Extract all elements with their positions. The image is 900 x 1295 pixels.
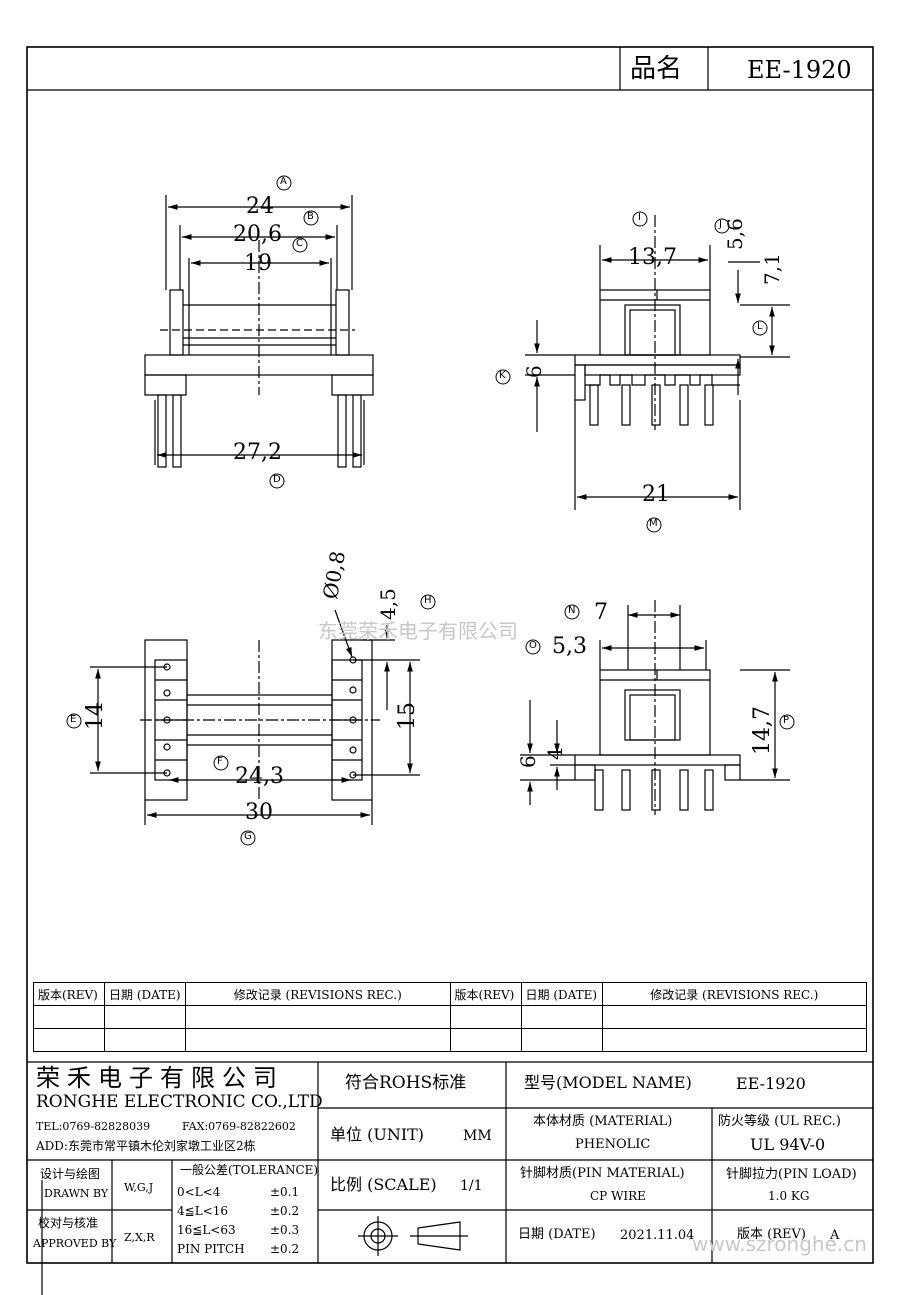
approved-label: APPROVED BY [33, 1237, 117, 1250]
model-label: 型号(MODEL NAME) [524, 1073, 692, 1092]
dim-e: 14 [83, 702, 108, 730]
tolerance-title: 一般公差(TOLERANCE) [180, 1163, 319, 1177]
callout-c: C [296, 238, 303, 249]
callout-d: D [273, 474, 281, 485]
date-value: 2021.11.04 [620, 1228, 695, 1243]
watermark-center: 东莞荣禾电子有限公司 [318, 619, 518, 643]
callout-i: I [638, 212, 641, 223]
dim-15: 15 [395, 702, 420, 730]
dim-l: 7,1 [760, 253, 784, 285]
record-col: 修改记录 (REVISIONS REC.) [185, 982, 451, 1006]
callout-f: F [217, 756, 223, 767]
record-col-2: 修改记录 (REVISIONS REC.) [601, 982, 867, 1006]
company-name-cn: 荣禾电子有限公司 [36, 1064, 284, 1092]
material-label: 本体材质 (MATERIAL) [533, 1114, 673, 1129]
unit-value: MM [463, 1128, 492, 1144]
side-view [525, 215, 790, 510]
scale-value: 1/1 [460, 1178, 483, 1194]
callout-m: M [649, 518, 658, 529]
approved-by: Z,X,R [124, 1231, 155, 1244]
scale-label: 比例 (SCALE) [330, 1175, 437, 1194]
company-fax: FAX:0769-82822602 [182, 1120, 296, 1133]
tolerance-range-1: 0<L<4 [177, 1185, 221, 1199]
front-view [144, 195, 374, 468]
rev-value: A [830, 1228, 840, 1243]
end-view [520, 600, 790, 815]
tolerance-range-3: 16≦L<63 [177, 1223, 236, 1237]
drawn-by: W,G,J [124, 1181, 154, 1194]
callout-p: P [783, 715, 790, 726]
ul-label: 防火等级 (UL REC.) [718, 1114, 841, 1129]
rev-col-2: 版本(REV) [449, 982, 522, 1006]
rev-col: 版本(REV) [33, 982, 105, 1006]
tolerance-value-4: ±0.2 [270, 1242, 300, 1256]
dim-i: 13,7 [628, 245, 677, 270]
callout-l: L [757, 321, 763, 332]
dim-g: 30 [245, 800, 273, 825]
top-view [90, 609, 420, 825]
callout-b: B [307, 211, 314, 222]
tolerance-value-1: ±0.1 [270, 1185, 300, 1199]
dim-c: 19 [244, 251, 272, 276]
pin-load-value: 1.0 KG [768, 1189, 810, 1203]
dim-o: 5,3 [552, 634, 587, 659]
model-value: EE-1920 [736, 1074, 806, 1093]
dim-4: 4 [543, 747, 567, 760]
tolerance-range-4: PIN PITCH [177, 1242, 245, 1256]
dim-a: 24 [246, 194, 274, 219]
company-name-en: RONGHE ELECTRONIC CO.,LTD [36, 1092, 323, 1112]
dim-m: 21 [642, 482, 670, 507]
company-tel: TEL:0769-82828039 [36, 1120, 151, 1133]
revision-table: 版本(REV) 日期 (DATE) 修改记录 (REVISIONS REC.) … [33, 982, 867, 1052]
unit-label: 单位 (UNIT) [330, 1125, 425, 1144]
pin-load-label: 针脚拉力(PIN LOAD) [726, 1167, 857, 1182]
callout-n: N [568, 605, 576, 616]
dim-6b: 6 [516, 755, 540, 768]
approved-label-cn: 校对与核准 [38, 1216, 99, 1230]
callout-a: A [280, 176, 287, 187]
dim-b: 20,6 [233, 222, 282, 247]
tolerance-value-2: ±0.2 [270, 1204, 300, 1218]
material-value: PHENOLIC [575, 1137, 651, 1152]
watermark-url: www.szronghe.cn [692, 1232, 867, 1256]
callout-e: E [70, 714, 77, 725]
date-label: 日期 (DATE) [518, 1227, 596, 1242]
title-block-lines [27, 1061, 873, 1263]
pin-material-value: CP WIRE [590, 1189, 646, 1203]
dim-k: 6 [522, 365, 546, 378]
callout-j: J [719, 219, 722, 230]
drawn-label-cn: 设计与绘图 [40, 1167, 101, 1181]
tolerance-value-3: ±0.3 [270, 1223, 300, 1237]
revision-header-row: 版本(REV) 日期 (DATE) 修改记录 (REVISIONS REC.) … [33, 982, 867, 1006]
callout-h: H [424, 595, 432, 606]
company-address: ADD:东莞市常平镇木伦刘家墩工业区2栋 [36, 1139, 256, 1153]
callout-k: K [499, 370, 506, 381]
rohs-label: 符合ROHS标准 [345, 1073, 467, 1093]
callout-g: G [244, 831, 252, 842]
revision-row [33, 1028, 867, 1052]
dim-d: 27,2 [233, 440, 282, 465]
revision-row [33, 1005, 867, 1029]
callout-o: O [529, 640, 537, 651]
tolerance-range-2: 4≦L<16 [177, 1204, 228, 1218]
date-col-2: 日期 (DATE) [520, 982, 603, 1006]
ul-value: UL 94V-0 [750, 1135, 826, 1154]
pin-material-label: 针脚材质(PIN MATERIAL) [520, 1166, 685, 1181]
dim-j: 5,6 [723, 218, 747, 250]
header-model: EE-1920 [747, 56, 852, 84]
date-col: 日期 (DATE) [104, 982, 186, 1006]
drawing-border [26, 46, 874, 1264]
dim-n: 7 [594, 600, 608, 625]
rev-label: 版本 (REV) [737, 1227, 806, 1242]
name-label: 品名 [630, 54, 683, 84]
dim-f: 24,3 [235, 764, 284, 789]
drawn-label: DRAWN BY [44, 1187, 109, 1200]
dim-p: 14,7 [750, 706, 775, 755]
